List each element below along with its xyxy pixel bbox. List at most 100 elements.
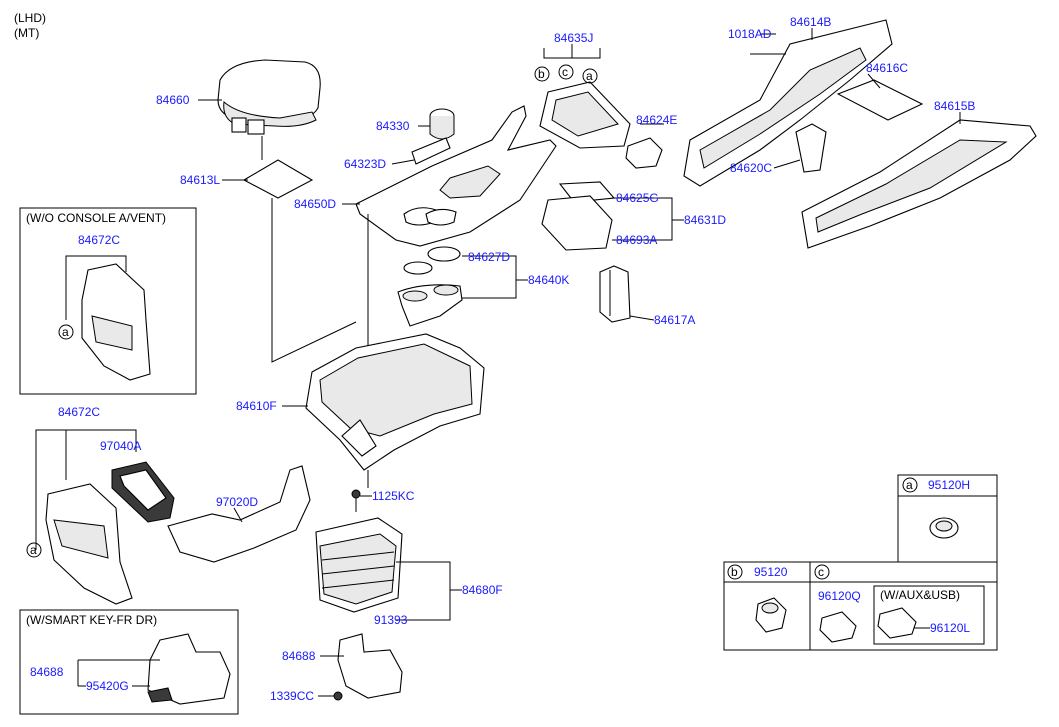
shift-knob-shape xyxy=(429,108,455,140)
knob-95120H-shape xyxy=(929,517,959,539)
label-84672C-a: 84672C xyxy=(78,233,120,247)
jack-96120L-shape xyxy=(877,607,917,639)
callout-a-circle-2 xyxy=(58,324,74,340)
trim-panel-b-shape xyxy=(45,483,133,605)
label-95420G: 95420G xyxy=(86,679,129,693)
tray-shape xyxy=(541,181,616,251)
label-1339CC: 1339CC xyxy=(270,689,314,703)
air-vent-shape xyxy=(111,461,175,523)
callout-a-3: a xyxy=(30,543,37,557)
side-panel-right-shape xyxy=(801,119,1037,249)
variant-mt: (MT) xyxy=(14,26,39,40)
clip-1339CC-shape xyxy=(333,691,343,701)
callout-a-1: a xyxy=(586,69,593,83)
leader-84616C xyxy=(867,73,881,89)
label-84614B: 84614B xyxy=(790,15,831,29)
box-console-vent-title: (W/O CONSOLE A/VENT) xyxy=(26,211,166,225)
guide-line-pad xyxy=(271,198,357,363)
label-84680F: 84680F xyxy=(462,583,503,597)
pad-84616C-shape xyxy=(836,79,924,121)
console-body-shape xyxy=(305,333,485,471)
jack-96120Q-shape xyxy=(819,611,857,643)
label-97020D: 97020D xyxy=(216,495,258,509)
label-1125KC: 1125KC xyxy=(372,489,415,503)
label-96120L: 96120L xyxy=(930,621,970,635)
box-smart-key xyxy=(19,609,239,715)
label-84640K: 84640K xyxy=(528,273,569,287)
label-84615B: 84615B xyxy=(934,99,975,113)
leader-97020D xyxy=(233,507,243,523)
legend-box-bc xyxy=(723,561,998,651)
leader-84640K xyxy=(462,255,517,299)
box-aux-usb xyxy=(873,585,985,645)
legend-a-letter: a xyxy=(906,478,913,492)
callout-b: b xyxy=(538,67,545,81)
legend-b-circle xyxy=(727,564,743,580)
bracket-84688-shape xyxy=(337,633,403,699)
bracket-84620C-shape xyxy=(795,123,827,173)
label-97040A: 97040A xyxy=(100,439,141,453)
box-console-vent xyxy=(19,207,197,395)
callout-c-circle xyxy=(558,64,574,80)
label-84688-b: 84688 xyxy=(282,649,316,663)
console-upper-cover-shape xyxy=(355,105,557,247)
label-84631D: 84631D xyxy=(684,213,726,227)
legend-a-circle xyxy=(902,477,918,493)
trim-panel-a-shape xyxy=(81,263,151,381)
switch-bracket-shape xyxy=(625,137,663,169)
label-84620C: 84620C xyxy=(730,161,772,175)
label-91393: 91393 xyxy=(374,613,408,627)
label-84627D: 84627D xyxy=(468,250,510,264)
leader-84617A xyxy=(629,315,655,321)
label-64323D: 64323D xyxy=(344,157,386,171)
label-84635J: 84635J xyxy=(554,31,593,45)
smart-key-bracket-shape xyxy=(147,633,231,705)
leader-84672C-b xyxy=(35,429,137,550)
label-84693A: 84693A xyxy=(616,233,657,247)
callout-a-2: a xyxy=(62,325,69,339)
label-96120Q: 96120Q xyxy=(818,589,861,603)
armrest-shape xyxy=(217,59,321,135)
label-84613L: 84613L xyxy=(180,173,220,187)
air-duct-shape xyxy=(167,465,311,563)
bracket-84617A-shape xyxy=(599,265,631,323)
label-95120H: 95120H xyxy=(928,478,970,492)
side-panel-left-shape xyxy=(683,19,893,187)
storage-bin-shape xyxy=(315,517,403,613)
label-84625G: 84625G xyxy=(616,191,659,205)
label-84624E: 84624E xyxy=(636,113,677,127)
leader-64323D xyxy=(391,159,415,165)
boot-plate-shape xyxy=(411,137,451,165)
label-84610F: 84610F xyxy=(236,399,277,413)
variant-lhd: (LHD) xyxy=(14,11,46,25)
callout-a-circle-1 xyxy=(582,68,598,84)
legend-b-letter: b xyxy=(731,565,738,579)
pad-shape xyxy=(242,136,314,199)
label-84617A: 84617A xyxy=(654,313,695,327)
label-84650D: 84650D xyxy=(294,197,336,211)
box-aux-usb-title: (W/AUX&USB) xyxy=(880,588,960,602)
leader-84680F-bracket xyxy=(396,561,451,621)
leader-84672C-a xyxy=(65,255,127,320)
storage-box-shape xyxy=(539,81,631,149)
label-84660: 84660 xyxy=(156,93,190,107)
label-1018AD: 1018AD xyxy=(728,27,772,41)
callout-b-circle xyxy=(534,66,550,82)
label-84330: 84330 xyxy=(376,119,410,133)
legend-c-circle xyxy=(814,564,830,580)
callout-a-circle-3 xyxy=(26,542,42,558)
cup-holder-shape xyxy=(397,246,463,327)
socket-95120-shape xyxy=(755,597,787,633)
box-smart-key-title: (W/SMART KEY-FR DR) xyxy=(26,613,157,627)
label-95120: 95120 xyxy=(754,565,788,579)
callout-c: c xyxy=(562,65,568,79)
screw-1125KC-shape xyxy=(351,489,361,512)
label-84688-a: 84688 xyxy=(30,665,64,679)
leader-84620C xyxy=(773,159,801,169)
legend-c-letter: c xyxy=(818,565,824,579)
label-84616C: 84616C xyxy=(866,61,908,75)
label-84672C-b: 84672C xyxy=(58,405,100,419)
leader-84631D-bracket xyxy=(612,197,673,241)
